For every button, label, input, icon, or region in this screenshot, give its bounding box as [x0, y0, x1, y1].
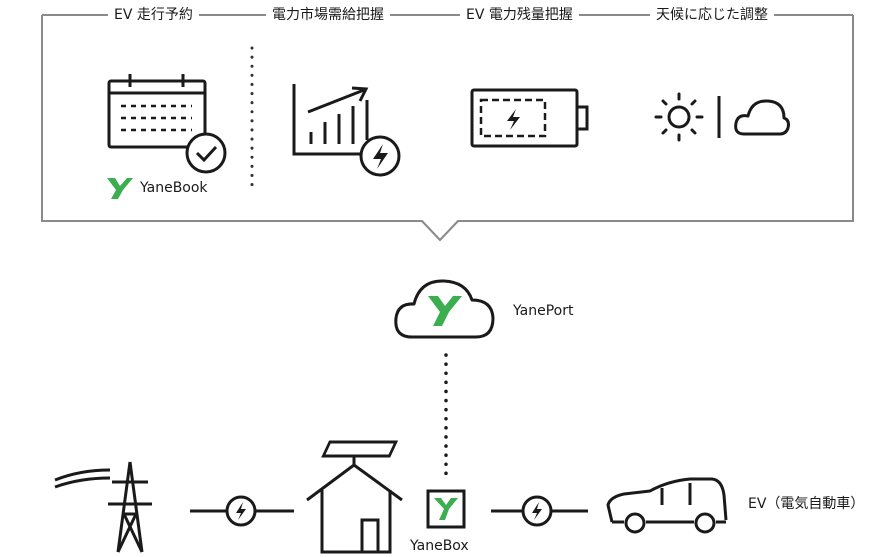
power-tower-icon: [54, 461, 152, 553]
cloud-icon: [734, 99, 790, 136]
battery-bolt-icon: [470, 88, 589, 148]
yanebox-device-icon: [426, 489, 466, 529]
yanebook-logo-icon: [107, 178, 133, 199]
market-chart-bolt-icon: [292, 84, 401, 177]
ev-car-icon: [606, 477, 728, 534]
plug-bolt-icon: [190, 495, 294, 527]
panel-frame: [41, 15, 854, 242]
yanebox-label: YaneBox: [410, 538, 469, 554]
calendar-check-icon: [107, 74, 227, 174]
header-weather-adjust: 天候に応じた調整: [650, 6, 774, 24]
header-ev-battery: EV 電力残量把握: [460, 6, 579, 24]
yaneport-label: YanePort: [513, 303, 574, 319]
header-ev-reservation: EV 走行予約: [108, 6, 199, 24]
house-solar-icon: [306, 440, 403, 554]
header-market-supply: 電力市場需給把握: [266, 6, 390, 24]
plug-bolt-icon-2: [491, 495, 588, 527]
ev-label: EV（電気自動車）: [748, 496, 865, 512]
yaneport-cloud-icon: [394, 279, 495, 339]
yanebook-label: YaneBook: [140, 180, 208, 196]
sun-icon: [654, 92, 704, 142]
